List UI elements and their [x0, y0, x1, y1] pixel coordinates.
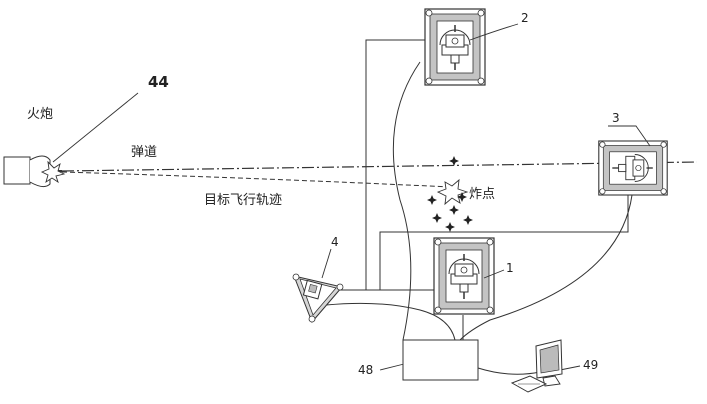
label-trajectory: 弹道 — [131, 145, 157, 160]
label-49: 49 — [583, 358, 598, 372]
controller-box — [403, 340, 478, 380]
label-48: 48 — [358, 363, 373, 377]
label-burst-point: 炸点 — [469, 187, 495, 202]
camera-station-2 — [425, 9, 485, 85]
label-2: 2 — [521, 11, 529, 25]
label-4: 4 — [331, 235, 339, 249]
leader-44 — [53, 93, 138, 162]
label-cannon: 火炮 — [27, 107, 53, 122]
camera-station-3 — [599, 141, 667, 195]
label-44: 44 — [148, 73, 169, 91]
label-3: 3 — [612, 111, 620, 125]
label-target-path: 目标飞行轨迹 — [204, 193, 282, 208]
wiring — [326, 40, 632, 374]
computer-icon — [512, 340, 562, 392]
camera-station-1 — [434, 238, 494, 314]
label-1: 1 — [506, 261, 514, 275]
target-flight-path — [62, 172, 450, 187]
tripod-station-icon — [293, 274, 343, 322]
